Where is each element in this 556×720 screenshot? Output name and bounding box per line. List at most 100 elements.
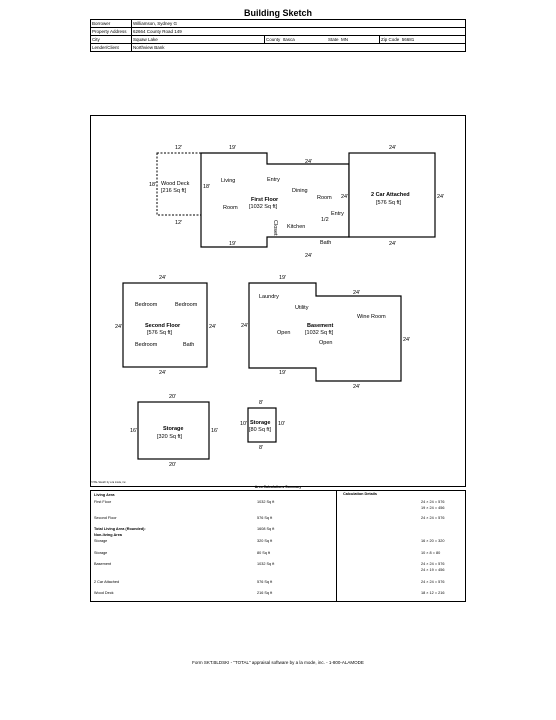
label-half: 1/2 xyxy=(321,217,329,223)
property-address-value: 62664 County Road 149 xyxy=(131,27,466,36)
garage-area: [576 Sq ft] xyxy=(376,200,402,206)
dim-top-deck: 12' xyxy=(175,145,182,151)
first-floor-dim-top-right: 24' xyxy=(305,159,312,165)
basement-dim-top-right: 24' xyxy=(353,290,360,296)
first-floor-name: First Floor xyxy=(251,197,279,203)
county-value: Itasca xyxy=(282,37,295,42)
sketch-credit: TOTAL Sketch by a la mode, inc. xyxy=(90,481,127,484)
label-bath: Bath xyxy=(320,240,331,246)
sketch-area: Wood Deck [216 Sq ft] 18' 12' 12' 19' 24… xyxy=(90,115,466,487)
lender-value: Northview Bank xyxy=(131,43,466,52)
zip-field: Zip Code 56681 xyxy=(379,35,466,44)
lender-label: Lender/Client xyxy=(90,43,132,52)
calc-row-area: 80 Sq ft xyxy=(257,551,271,555)
label-open-2: Open xyxy=(319,340,332,346)
label-bedroom-2: Bedroom xyxy=(175,302,198,308)
label-bath-2: Bath xyxy=(183,342,194,348)
label-dining: Dining xyxy=(292,188,308,194)
label-dining-room: Room xyxy=(317,195,332,201)
first-floor-dim-top: 19' xyxy=(229,145,236,151)
calc-row-area: 1032 Sq ft xyxy=(257,562,275,566)
calc-row-label: Storage xyxy=(94,551,108,555)
wood-deck-area: [216 Sq ft] xyxy=(161,188,187,194)
calc-row-detail: 24 × 24 = 576 xyxy=(421,580,445,584)
garage-name: 2 Car Attached xyxy=(371,192,410,198)
label-bedroom-1: Bedroom xyxy=(135,302,158,308)
calc-row-detail: 24 × 24 = 576 xyxy=(421,516,445,520)
calc-row-detail: 18 × 12 = 216 xyxy=(421,591,445,595)
label-living: Living xyxy=(221,178,235,184)
garage-dim-bottom: 24' xyxy=(389,241,396,247)
calc-row-label: Non-living Area xyxy=(94,533,122,537)
calc-row-area: 1032 Sq ft xyxy=(257,500,275,504)
storage-large-area: [320 Sq ft] xyxy=(157,434,183,440)
label-wine-room: Wine Room xyxy=(357,314,386,320)
calc-details-title: Calculation Details xyxy=(343,492,377,496)
storage-small-area: [80 Sq ft] xyxy=(249,427,271,433)
calc-row-label: Storage xyxy=(94,539,108,543)
page-title: Building Sketch xyxy=(243,8,312,18)
calc-row-label: Basement xyxy=(94,562,112,566)
label-bedroom-3: Bedroom xyxy=(135,342,158,348)
county-field: County Itasca xyxy=(264,35,327,44)
label-laundry: Laundry xyxy=(259,294,279,300)
storage-large-dim-top: 20' xyxy=(169,394,176,400)
storage-large-dim-right: 16' xyxy=(211,428,218,434)
basement-outline xyxy=(248,282,402,382)
calc-title: Area Calculations Summary xyxy=(254,485,302,489)
property-address-label: Property Address xyxy=(90,27,132,36)
first-floor-dim-right: 24' xyxy=(341,194,348,200)
second-floor-dim-left: 24' xyxy=(115,324,122,330)
label-open-1: Open xyxy=(277,330,290,336)
label-entry-2: Entry xyxy=(331,211,344,217)
storage-large-outline xyxy=(137,401,210,460)
calc-row-label: Wood Deck xyxy=(94,591,114,595)
garage-dim-top: 24' xyxy=(389,145,396,151)
second-floor-dim-top: 24' xyxy=(159,275,166,281)
calc-row-label: First Floor xyxy=(94,500,112,504)
calc-row-area: 1608 Sq ft xyxy=(257,527,275,531)
storage-small-dim-right: 10' xyxy=(278,421,285,427)
zip-label: Zip Code xyxy=(381,37,400,42)
calc-row-area: 320 Sq ft xyxy=(257,539,273,543)
storage-large-dim-bottom: 20' xyxy=(169,462,176,468)
second-floor-dim-right: 24' xyxy=(209,324,216,330)
storage-small-name: Storage xyxy=(250,420,270,426)
first-floor-area: [1032 Sq ft] xyxy=(249,204,278,210)
first-floor-dim-left: 18' xyxy=(203,184,210,190)
storage-large-name: Storage xyxy=(163,426,183,432)
basement-area: [1032 Sq ft] xyxy=(305,330,334,336)
basement-dim-bottom-right: 24' xyxy=(353,384,360,390)
calc-row-label: Second Floor xyxy=(94,516,117,520)
label-closet: Closet xyxy=(272,220,278,236)
borrower-value: Williamson, Sydney G xyxy=(131,19,466,28)
city-label: City xyxy=(90,35,132,44)
calc-row-detail: 24 × 24 = 576 xyxy=(421,500,445,504)
garage-outline xyxy=(348,152,436,238)
zip-value: 56681 xyxy=(401,37,415,42)
storage-small-outline xyxy=(247,407,277,443)
basement-dim-bottom: 19' xyxy=(279,370,286,376)
wood-deck-dim-left: 18' xyxy=(149,182,156,188)
label-utility: Utility xyxy=(295,305,309,311)
wood-deck-dim-bottom: 12' xyxy=(175,220,182,226)
storage-large-dim-left: 16' xyxy=(130,428,137,434)
calc-row-label: Living Area xyxy=(94,493,115,497)
storage-small-dim-bottom: 8' xyxy=(259,445,263,451)
second-floor-area: [576 Sq ft] xyxy=(147,330,173,336)
storage-small-dim-left: 10' xyxy=(240,421,247,427)
basement-name: Basement xyxy=(307,323,333,329)
state-label: State xyxy=(328,37,339,42)
calc-row-area: 576 Sq ft xyxy=(257,580,273,584)
calc-row-detail: 24 × 24 = 576 xyxy=(421,562,445,566)
calc-row-area: 576 Sq ft xyxy=(257,516,273,520)
floor-plan: Wood Deck [216 Sq ft] 18' 12' 12' 19' 24… xyxy=(115,145,444,468)
calc-row-detail: 19 × 24 = 456 xyxy=(421,506,445,510)
calc-row-area: 216 Sq ft xyxy=(257,591,273,595)
calc-divider xyxy=(336,491,337,601)
basement-dim-right: 24' xyxy=(403,337,410,343)
state-field: State MN xyxy=(327,35,380,44)
label-living-room: Room xyxy=(223,205,238,211)
second-floor-outline xyxy=(122,282,208,368)
